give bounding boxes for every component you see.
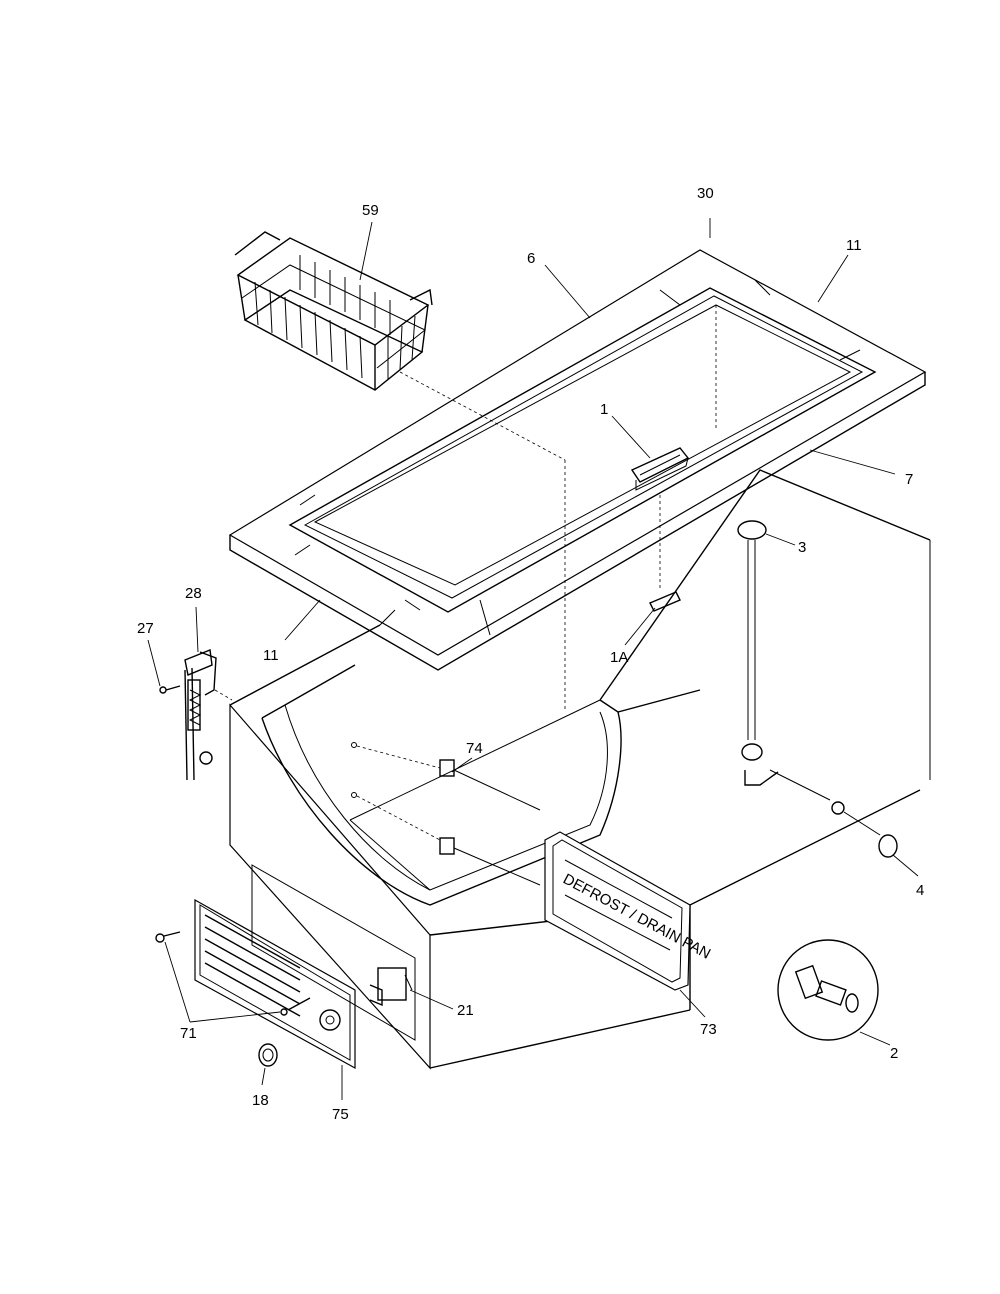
callout-3: 3 <box>798 539 806 556</box>
callout-73: 73 <box>700 1021 717 1038</box>
callout-11-top: 11 <box>846 237 862 254</box>
callout-27: 27 <box>137 620 154 637</box>
callout-21: 21 <box>457 1002 474 1019</box>
callout-leaders <box>147 218 919 1100</box>
drain-pan-plate: DEFROST / DRAIN PAN <box>544 831 713 991</box>
callout-75: 75 <box>332 1106 349 1123</box>
drain-valve <box>369 967 413 1007</box>
toe-grille <box>194 864 416 1070</box>
callout-28: 28 <box>185 585 202 602</box>
callout-7: 7 <box>905 471 913 488</box>
callout-labels: 30 59 6 11 1 7 3 28 27 11 1A 74 4 71 21 … <box>137 185 924 1123</box>
lid-hinge <box>159 649 233 781</box>
grille-screws <box>155 931 311 1016</box>
callout-59: 59 <box>362 202 379 219</box>
wire-basket <box>234 231 566 461</box>
callout-1A: 1A <box>610 649 628 666</box>
lid-assembly <box>228 249 927 710</box>
cabinet <box>229 469 931 1070</box>
hinge-screw <box>159 685 181 694</box>
drain-assembly <box>737 520 898 858</box>
drain-fitting-detail <box>777 939 879 1041</box>
callout-74: 74 <box>466 740 483 757</box>
lock-strike <box>649 591 681 612</box>
callout-11-bottom: 11 <box>263 647 279 664</box>
callout-71: 71 <box>180 1025 197 1042</box>
callout-1: 1 <box>600 401 608 418</box>
callout-2: 2 <box>890 1045 898 1062</box>
callout-4: 4 <box>916 882 924 899</box>
grommet-plug <box>258 1043 278 1067</box>
lid-handle <box>630 447 690 491</box>
callout-18: 18 <box>252 1092 269 1109</box>
callout-6: 6 <box>527 250 535 267</box>
callout-30: 30 <box>697 185 714 202</box>
liner-clips <box>351 742 541 886</box>
